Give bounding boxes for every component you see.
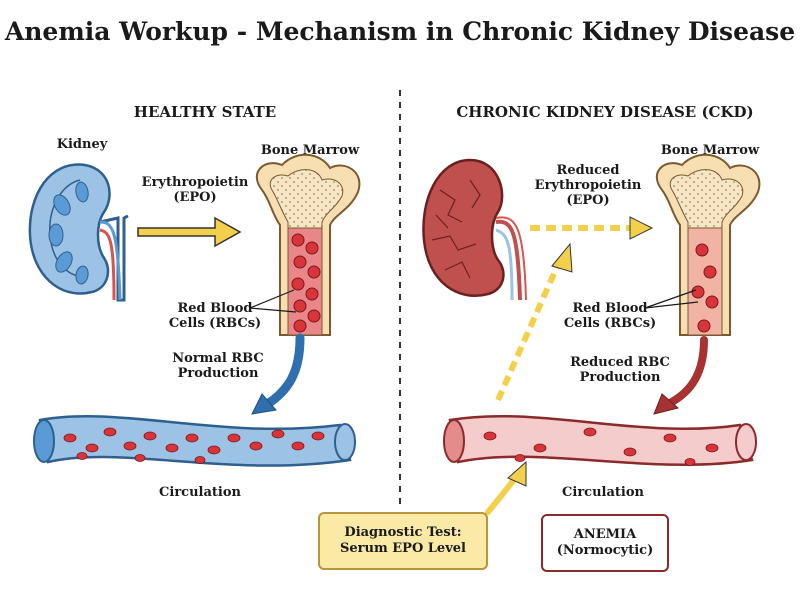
- healthy-rbc-line1: Red Blood: [177, 301, 253, 316]
- healthy-production-line2: Production: [177, 365, 259, 381]
- ckd-epo-label: Reduced Erythropoietin (EPO): [528, 163, 648, 209]
- healthy-epo-line2: (EPO): [173, 189, 217, 205]
- healthy-epo-line1: Erythropoietin: [141, 175, 249, 190]
- rbc-pointer-lines-ckd: [644, 289, 699, 309]
- bone-marrow-icon-ckd: [655, 153, 761, 336]
- production-arrow-healthy: [261, 333, 305, 410]
- ckd-bone-marrow-label: Bone Marrow: [660, 143, 760, 158]
- kidney-label: Kidney: [56, 137, 108, 152]
- ckd-production-label: Reduced RBC Production: [565, 355, 675, 386]
- healthy-rbc-label: Red Blood Cells (RBCs): [165, 301, 265, 332]
- anemia-line1: ANEMIA: [573, 526, 637, 542]
- ckd-production-line1: Reduced RBC: [570, 355, 670, 370]
- page-title: Anemia Workup - Mechanism in Chronic Kid…: [4, 17, 796, 46]
- healthy-rbc-line2: Cells (RBCs): [168, 315, 262, 331]
- diagnostic-line2: Serum EPO Level: [340, 541, 466, 556]
- rbc-pointer-lines-healthy: [249, 289, 297, 313]
- feedback-arrow-ckd: [495, 258, 563, 402]
- ckd-epo-line2: Erythropoietin: [534, 177, 642, 193]
- healthy-production-line1: Normal RBC: [172, 351, 264, 366]
- healthy-production-label: Normal RBC Production: [168, 351, 268, 382]
- ckd-rbc-line1: Red Blood: [572, 301, 648, 316]
- ckd-production-line2: Production: [579, 369, 661, 385]
- kidney-ckd-icon: [422, 158, 527, 301]
- ckd-rbc-line2: Cells (RBCs): [563, 315, 657, 331]
- diagnostic-test-box: Diagnostic Test: Serum EPO Level: [318, 512, 488, 570]
- anemia-line2: (Normocytic): [556, 543, 654, 558]
- anemia-box: ANEMIA (Normocytic): [541, 514, 669, 572]
- healthy-bone-marrow-label: Bone Marrow: [260, 143, 360, 158]
- diagnostic-line1: Diagnostic Test:: [344, 524, 462, 540]
- ckd-epo-line1: Reduced: [556, 163, 620, 178]
- ckd-epo-line3: (EPO): [566, 192, 610, 208]
- blood-vessel-icon: [33, 414, 356, 467]
- ckd-rbc-label: Red Blood Cells (RBCs): [560, 301, 660, 332]
- healthy-heading: HEALTHY STATE: [133, 103, 277, 121]
- ckd-heading: CHRONIC KIDNEY DISEASE (CKD): [456, 103, 754, 121]
- production-arrow-ckd: [664, 336, 708, 408]
- kidney-healthy-icon: [28, 163, 129, 302]
- ckd-circulation-label: Circulation: [562, 485, 644, 500]
- epo-arrow-healthy: [137, 216, 242, 248]
- bone-marrow-icon: [255, 153, 361, 336]
- healthy-epo-label: Erythropoietin (EPO): [135, 175, 255, 206]
- blood-vessel-icon-ckd: [443, 414, 757, 466]
- healthy-circulation-label: Circulation: [159, 485, 241, 500]
